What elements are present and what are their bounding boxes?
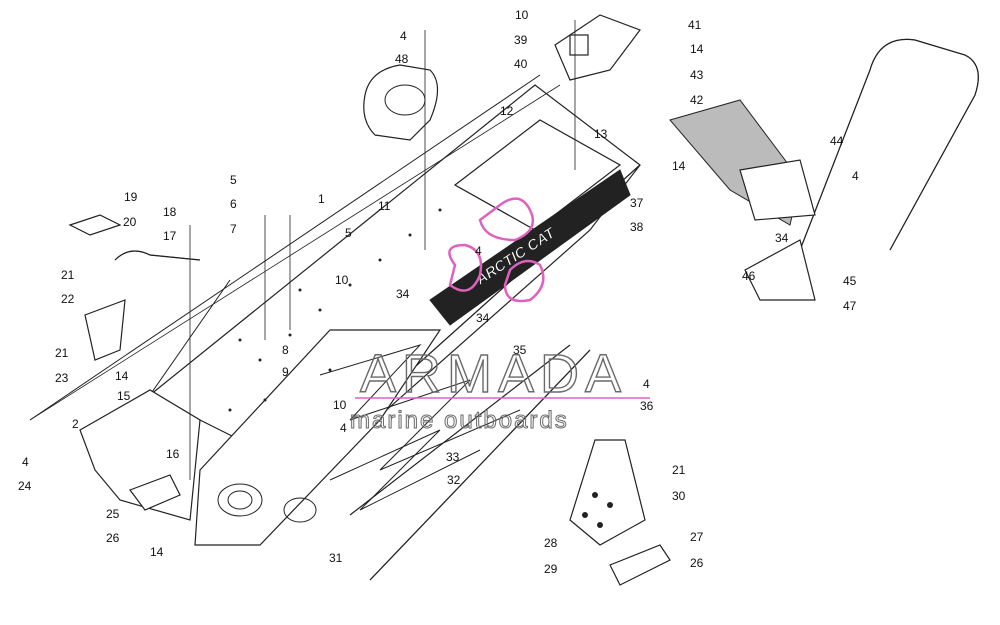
callout-47: 47 [843,299,857,313]
callout-31: 31 [329,551,343,565]
callout-4-2: 4 [852,169,859,183]
callout-48: 48 [395,52,409,66]
callout-4-3: 4 [475,244,482,258]
callout-4: 4 [400,29,407,43]
callout-7: 7 [230,222,237,236]
callout-43: 43 [690,68,704,82]
callout-10-2: 10 [335,273,349,287]
callout-20: 20 [123,215,137,229]
callout-1: 1 [318,192,325,206]
callout-39: 39 [514,33,528,47]
callout-27: 27 [690,530,704,544]
snow-flap [669,99,816,226]
callout-29: 29 [544,562,558,576]
callout-23: 23 [55,371,69,385]
callout-46: 46 [742,269,756,283]
rails [349,344,591,581]
watermark-tagline: marine outboards [350,407,569,434]
callout-14-2: 14 [672,159,686,173]
callout-34-2: 34 [476,311,490,325]
footrest-right [569,439,646,546]
rear-bumper [744,38,979,301]
callout-4-5: 4 [22,455,29,469]
callout-30: 30 [672,489,686,503]
guide-lines [29,20,576,480]
callout-14-3: 14 [115,369,129,383]
callout-4-4: 4 [643,377,650,391]
callout-5-2: 5 [345,226,352,240]
callout-45: 45 [843,274,857,288]
callout-12: 12 [500,104,514,118]
callout-24: 24 [18,479,32,493]
callout-35: 35 [513,343,527,357]
seat-bracket [554,14,641,81]
callout-2: 2 [72,417,79,431]
callout-18: 18 [163,205,177,219]
callout-22: 22 [61,292,75,306]
callout-6: 6 [230,197,237,211]
callout-15: 15 [117,389,131,403]
callout-8: 8 [282,343,289,357]
callout-14-4: 14 [150,545,164,559]
footrest-left [129,474,671,586]
callout-10-3: 10 [333,398,347,412]
callout-labels: 1244444455678910101011121314141414151617… [18,8,859,576]
callout-40: 40 [514,57,528,71]
watermark-logo-mark [448,197,545,303]
callout-26: 26 [106,531,120,545]
watermark: ARMADA marine outboards [350,197,650,435]
callout-17: 17 [163,229,177,243]
callout-19: 19 [124,190,138,204]
callout-21: 21 [61,268,75,282]
callout-28: 28 [544,536,558,550]
callout-26-2: 26 [690,556,704,570]
callout-34-3: 34 [775,231,789,245]
callout-37: 37 [630,196,644,210]
callout-33: 33 [446,450,460,464]
callout-21-3: 21 [672,463,686,477]
callout-16: 16 [166,447,180,461]
callout-11: 11 [378,199,391,213]
callout-38: 38 [630,220,644,234]
callout-14: 14 [690,42,704,56]
callout-9: 9 [282,365,289,379]
callout-21-2: 21 [55,346,69,360]
callout-32: 32 [447,473,461,487]
callout-5: 5 [230,173,237,187]
callout-36: 36 [640,399,654,413]
callout-41: 41 [688,18,702,32]
cover-48 [363,64,439,141]
callout-10: 10 [515,8,529,22]
callout-42: 42 [690,93,704,107]
callout-25: 25 [106,507,120,521]
tow-hook [68,214,201,361]
callout-13: 13 [594,127,608,141]
callout-4-6: 4 [340,421,347,435]
callout-34: 34 [396,287,410,301]
watermark-brand: ARMADA [360,344,627,404]
callout-44: 44 [830,134,844,148]
